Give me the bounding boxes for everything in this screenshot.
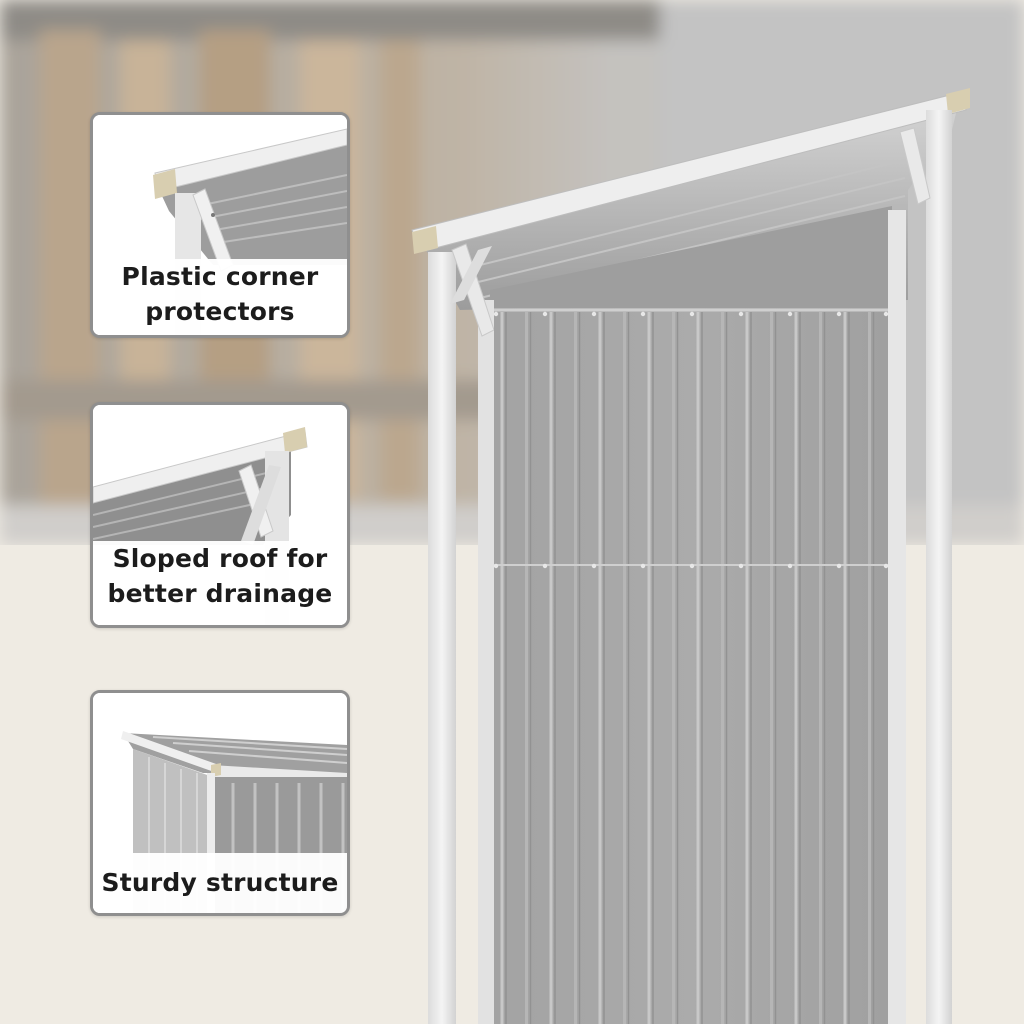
rivet xyxy=(542,563,548,569)
corner-protector-right xyxy=(946,88,970,114)
rivet xyxy=(689,311,695,317)
rivet xyxy=(883,311,889,317)
caption-sturdy-structure: Sturdy structure xyxy=(93,853,347,913)
rivet xyxy=(493,311,499,317)
right-post xyxy=(926,110,952,1024)
rivet xyxy=(640,563,646,569)
rivet xyxy=(640,311,646,317)
callout-sloped-roof: Sloped roof for better drainage xyxy=(90,402,350,628)
rivet xyxy=(787,311,793,317)
rivet xyxy=(591,311,597,317)
caption-corner-protectors: Plastic corner protectors xyxy=(93,259,347,335)
rivet xyxy=(542,311,548,317)
rivet xyxy=(493,563,499,569)
rivet xyxy=(738,311,744,317)
callout-corner-protectors: Plastic corner protectors xyxy=(90,112,350,338)
left-post xyxy=(428,252,456,1024)
rivet xyxy=(836,311,842,317)
rivet xyxy=(738,563,744,569)
corrugated-wall xyxy=(494,308,888,1024)
corner-protector-left xyxy=(412,226,438,254)
rivet xyxy=(836,563,842,569)
rivet xyxy=(689,563,695,569)
caption-sloped-roof: Sloped roof for better drainage xyxy=(93,541,347,625)
rivet xyxy=(591,563,597,569)
rivet xyxy=(883,563,889,569)
rivet xyxy=(787,563,793,569)
callout-sturdy-structure: Sturdy structure xyxy=(90,690,350,916)
